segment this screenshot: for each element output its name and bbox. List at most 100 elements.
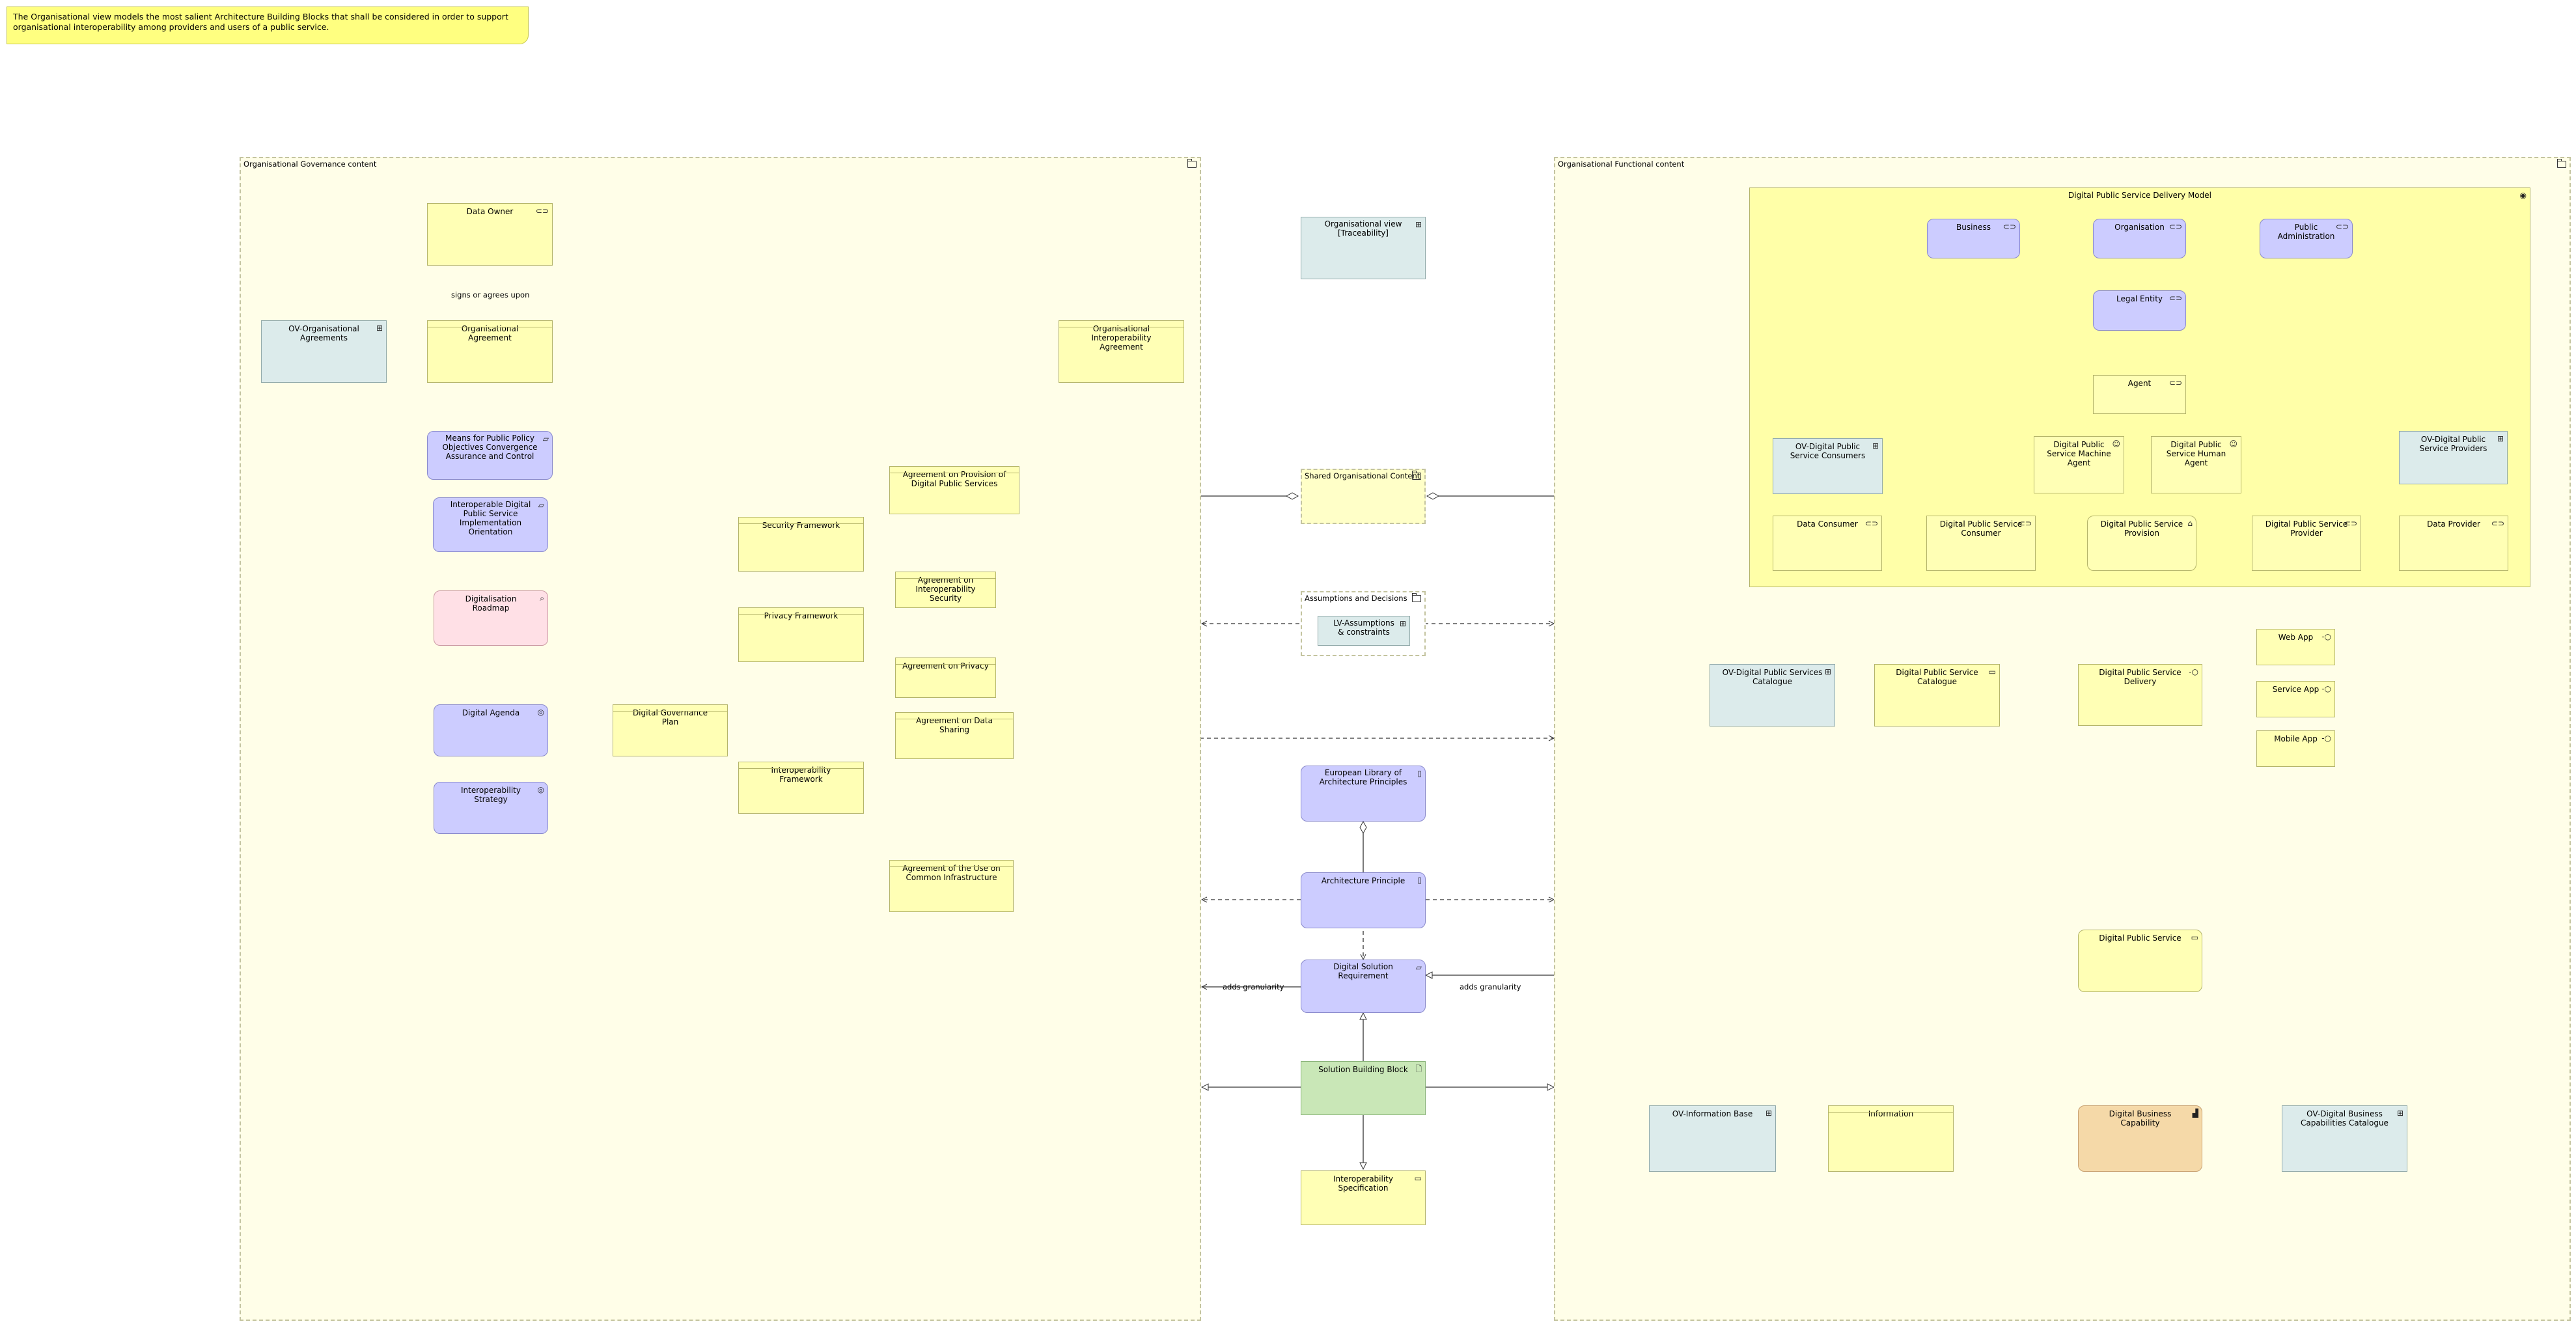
node-digital-solution-requirement[interactable]: Digital Solution Requirement▱ (1301, 960, 1426, 1013)
node-security-framework[interactable]: Security Framework (738, 517, 864, 572)
node-dps-consumer[interactable]: Digital Public Service Consumer⊂⊃ (1926, 516, 2036, 571)
node-data-owner[interactable]: Data Owner⊂⊃ (427, 203, 553, 266)
node-architecture-principle[interactable]: Architecture Principle▯ (1301, 872, 1426, 928)
goal-icon: ◎ (537, 785, 544, 794)
node-dps-provision[interactable]: Digital Public Service Provision⌂ (2087, 516, 2196, 571)
actor-icon: ☺ (2112, 439, 2120, 449)
node-solution-building-block[interactable]: Solution Building Block🗋 (1301, 1061, 1426, 1115)
deliverable-icon: ⌕ (540, 594, 544, 603)
diagram-icon: ⊞ (1415, 220, 1422, 229)
node-digital-public-service[interactable]: Digital Public Service▭ (2078, 930, 2202, 992)
node-interoperability-strategy[interactable]: Interoperability Strategy◎ (434, 782, 548, 834)
node-ov-traceability[interactable]: Organisational view [Traceability]⊞ (1301, 217, 1426, 279)
representation-icon: ▭ (1414, 1174, 1422, 1183)
node-dps-provider[interactable]: Digital Public Service Provider⊂⊃ (2252, 516, 2361, 571)
node-dps-delivery[interactable]: Digital Public Service Delivery-○ (2078, 664, 2202, 726)
folder-icon (1187, 159, 1197, 168)
diagram-icon: ⊞ (1765, 1109, 1772, 1118)
product-icon: ▭ (1988, 667, 1996, 676)
node-european-library[interactable]: European Library of Architecture Princip… (1301, 766, 1426, 822)
folder-icon (2557, 159, 2566, 168)
role-icon: ⊂⊃ (2018, 519, 2032, 528)
artifact-icon: 🗋 (1415, 1064, 1422, 1073)
node-means-public-policy[interactable]: Means for Public Policy Objectives Conve… (427, 431, 553, 480)
node-interop-specification[interactable]: Interoperability Specification▭ (1301, 1170, 1426, 1225)
interface-icon: -○ (2321, 684, 2331, 693)
node-organisational-agreement[interactable]: Organisational Agreement (427, 320, 553, 383)
role-icon: ⊂⊃ (2002, 222, 2016, 231)
node-agent[interactable]: Agent⊂⊃ (2093, 375, 2186, 414)
node-organisation[interactable]: Organisation⊂⊃ (2093, 219, 2186, 258)
role-icon: ⊂⊃ (2335, 222, 2349, 231)
requirement-icon: ▱ (1415, 963, 1422, 972)
edge-label-adds-granularity: adds granularity (1460, 982, 1521, 991)
node-ov-dps-providers[interactable]: OV-Digital Public Service Providers⊞ (2399, 431, 2508, 484)
principle-icon: ▯ (1417, 876, 1422, 885)
interface-icon: -○ (2321, 734, 2331, 743)
node-ov-dps-catalogue[interactable]: OV-Digital Public Services Catalogue⊞ (1710, 664, 1835, 726)
node-web-app[interactable]: Web App-○ (2256, 629, 2335, 665)
node-ov-organisational-agreements[interactable]: OV-Organisational Agreements⊞ (261, 320, 387, 383)
node-machine-agent[interactable]: Digital Public Service Machine Agent☺ (2034, 436, 2124, 493)
node-business[interactable]: Business⊂⊃ (1927, 219, 2020, 258)
node-interop-dps-orientation[interactable]: Interoperable Digital Public Service Imp… (433, 497, 548, 552)
node-digital-governance-plan[interactable]: Digital Governance Plan (613, 704, 728, 756)
diagram-icon: ⊞ (1399, 619, 1406, 628)
description-note: The Organisational view models the most … (7, 7, 529, 44)
node-ov-dbc-catalogue[interactable]: OV-Digital Business Capabilities Catalog… (2282, 1105, 2407, 1172)
node-privacy-framework[interactable]: Privacy Framework (738, 607, 864, 662)
group-label: Shared Organisational Content (1305, 471, 1420, 480)
role-icon: ⊂⊃ (2168, 222, 2182, 231)
node-agreement-interop-security[interactable]: Agreement on Interoperability Security (895, 572, 996, 608)
goal-icon: ◎ (537, 708, 544, 717)
node-interoperability-framework[interactable]: Interoperability Framework (738, 762, 864, 814)
node-agreement-privacy[interactable]: Agreement on Privacy (895, 657, 996, 698)
diagram-icon: ⊞ (1872, 441, 1879, 450)
role-icon: ⊂⊃ (2168, 378, 2182, 387)
interface-icon: -○ (2321, 632, 2331, 641)
group-label: Digital Public Service Delivery Model (2068, 191, 2211, 200)
interface-icon: -○ (2189, 667, 2198, 676)
node-agreement-provision[interactable]: Agreement on Provision of Digital Public… (889, 466, 1019, 514)
edge-label-signs: signs or agrees upon (451, 290, 530, 299)
diagram-icon: ⊞ (376, 324, 383, 333)
node-organisational-interoperability-agreement[interactable]: Organisational Interoperability Agreemen… (1059, 320, 1184, 383)
requirement-icon: ▱ (538, 501, 544, 510)
service-icon: ▭ (2191, 933, 2198, 942)
node-legal-entity[interactable]: Legal Entity⊂⊃ (2093, 290, 2186, 331)
node-lv-assumptions[interactable]: LV-Assumptions & constraints⊞ (1318, 616, 1410, 646)
node-agreement-data-sharing[interactable]: Agreement on Data Sharing (895, 712, 1014, 759)
diagram-icon: ⊞ (1824, 667, 1831, 676)
motivation-icon: ◉ (2519, 191, 2527, 200)
diagram-icon: ⊞ (2396, 1109, 2403, 1118)
group-label: Organisational Functional content (1558, 159, 1685, 169)
group-shared-organisational-content[interactable]: Shared Organisational Content (1301, 469, 1426, 524)
node-mobile-app[interactable]: Mobile App-○ (2256, 730, 2335, 767)
node-public-administration[interactable]: Public Administration⊂⊃ (2260, 219, 2353, 258)
node-dps-catalogue[interactable]: Digital Public Service Catalogue▭ (1874, 664, 2000, 726)
folder-icon (1412, 471, 1421, 480)
node-data-consumer[interactable]: Data Consumer⊂⊃ (1773, 516, 1882, 571)
node-digital-business-capability[interactable]: Digital Business Capability▟ (2078, 1105, 2202, 1172)
node-agreement-common-infra[interactable]: Agreement of the Use on Common Infrastru… (889, 860, 1014, 912)
node-information[interactable]: Information (1828, 1105, 1954, 1172)
edge-label-adds-granularity: adds granularity (1223, 982, 1284, 991)
diagram-icon: ⊞ (2497, 434, 2504, 443)
group-label: Organisational Governance content (243, 159, 377, 169)
role-icon: ⊂⊃ (2491, 519, 2504, 528)
role-icon: ⊂⊃ (535, 206, 549, 215)
interaction-icon: ⌂ (2187, 519, 2193, 528)
role-icon: ⊂⊃ (2168, 294, 2182, 303)
principle-icon: ▯ (1417, 769, 1422, 778)
node-digital-agenda[interactable]: Digital Agenda◎ (434, 704, 548, 756)
role-icon: ⊂⊃ (1864, 519, 1878, 528)
node-ov-information-base[interactable]: OV-Information Base⊞ (1649, 1105, 1776, 1172)
node-service-app[interactable]: Service App-○ (2256, 681, 2335, 717)
actor-icon: ☺ (2229, 439, 2237, 449)
node-ov-dps-consumers[interactable]: OV-Digital Public Service Consumers⊞ (1773, 438, 1883, 494)
folder-icon (1412, 593, 1421, 602)
group-label: Assumptions and Decisions (1305, 594, 1407, 603)
node-digitalisation-roadmap[interactable]: Digitalisation Roadmap⌕ (434, 590, 548, 646)
node-data-provider[interactable]: Data Provider⊂⊃ (2399, 516, 2508, 571)
node-human-agent[interactable]: Digital Public Service Human Agent☺ (2151, 436, 2241, 493)
